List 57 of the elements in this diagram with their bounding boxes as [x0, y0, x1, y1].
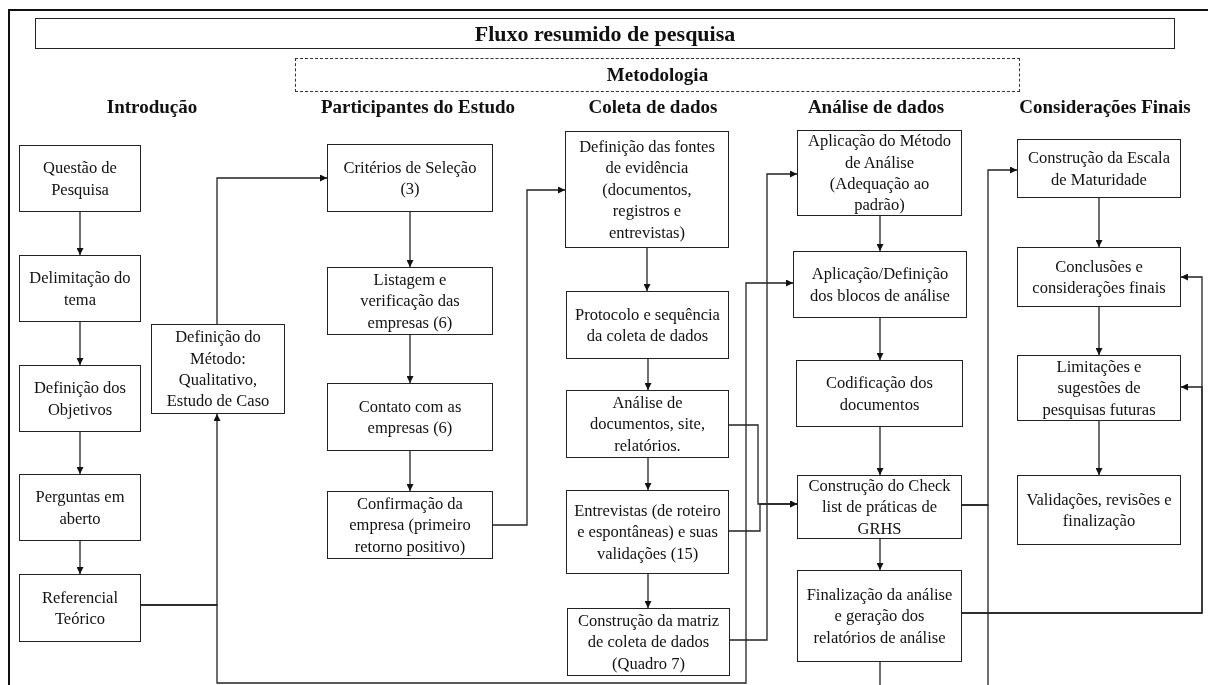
process-box: Construção da matriz de coleta de dados (Quadro 7): [567, 608, 730, 676]
process-box: Referencial Teórico: [19, 574, 141, 642]
arrow: [406, 334, 414, 384]
connector-line: [961, 504, 989, 685]
arrow: [216, 174, 328, 325]
title: Fluxo resumido de pesquisa: [35, 18, 1175, 49]
arrow: [1095, 197, 1103, 248]
arrow: [876, 426, 884, 476]
process-box: Codificação dos documentos: [796, 360, 963, 427]
process-box: Listagem e verificação das empresas (6): [327, 267, 493, 335]
arrow: [876, 317, 884, 361]
arrow: [406, 211, 414, 268]
arrow: [140, 279, 794, 684]
process-box: Finalização da análise e geração dos relatórios de análise: [797, 570, 962, 662]
column-heading: Coleta de dados: [588, 96, 718, 118]
process-box: Conclusões e considerações finais: [1017, 247, 1181, 307]
process-box: Definição das fontes de evidência (documentos, registros e entrevistas): [565, 131, 729, 248]
process-box: Construção da Escala de Maturidade: [1017, 139, 1181, 198]
column-heading: Análise de dados: [807, 96, 945, 118]
process-box: Limitações e sugestões de pesquisas futuras: [1017, 355, 1181, 421]
column-heading: Participantes do Estudo: [320, 96, 516, 118]
process-box: Análise de documentos, site, relatórios.: [566, 390, 729, 458]
arrow: [644, 457, 652, 491]
arrow: [876, 538, 884, 571]
section-banner: Metodologia: [295, 58, 1020, 92]
process-box: Aplicação do Método de Análise (Adequação ao padrão): [797, 130, 962, 216]
process-box: Definição do Método: Qualitativo, Estudo de Caso: [151, 324, 285, 414]
arrow: [728, 500, 798, 532]
process-box: Aplicação/Definição dos blocos de análise: [793, 251, 967, 318]
arrow: [961, 383, 1203, 614]
arrow: [1095, 420, 1103, 476]
arrow: [644, 573, 652, 609]
process-box: Perguntas em aberto: [19, 474, 141, 541]
process-box: Protocolo e sequência da coleta de dados: [566, 291, 729, 359]
process-box: Questão de Pesquisa: [19, 145, 141, 212]
arrow: [876, 215, 884, 252]
arrow: [492, 186, 566, 526]
column-heading: Considerações Finais: [1019, 96, 1191, 118]
process-box: Critérios de Seleção (3): [327, 144, 493, 212]
arrow: [76, 431, 84, 475]
arrow: [643, 247, 651, 292]
arrow: [406, 450, 414, 492]
arrow: [76, 321, 84, 366]
arrow: [729, 170, 798, 641]
process-box: Definição dos Objetivos: [19, 365, 141, 432]
connector-line: [879, 661, 881, 685]
process-box: Contato com as empresas (6): [327, 383, 493, 451]
arrow: [76, 540, 84, 575]
column-heading: Introdução: [106, 96, 198, 118]
process-box: Validações, revisões e finalização: [1017, 475, 1181, 545]
process-box: Construção do Check list de práticas de GRHS: [797, 475, 962, 539]
arrow: [644, 358, 652, 391]
arrow: [76, 211, 84, 256]
arrow: [1095, 306, 1103, 356]
process-box: Delimitação do tema: [19, 255, 141, 322]
process-box: Confirmação da empresa (primeiro retorno positivo): [327, 491, 493, 559]
process-box: Entrevistas (de roteiro e espontâneas) e suas validações (15): [566, 490, 729, 574]
